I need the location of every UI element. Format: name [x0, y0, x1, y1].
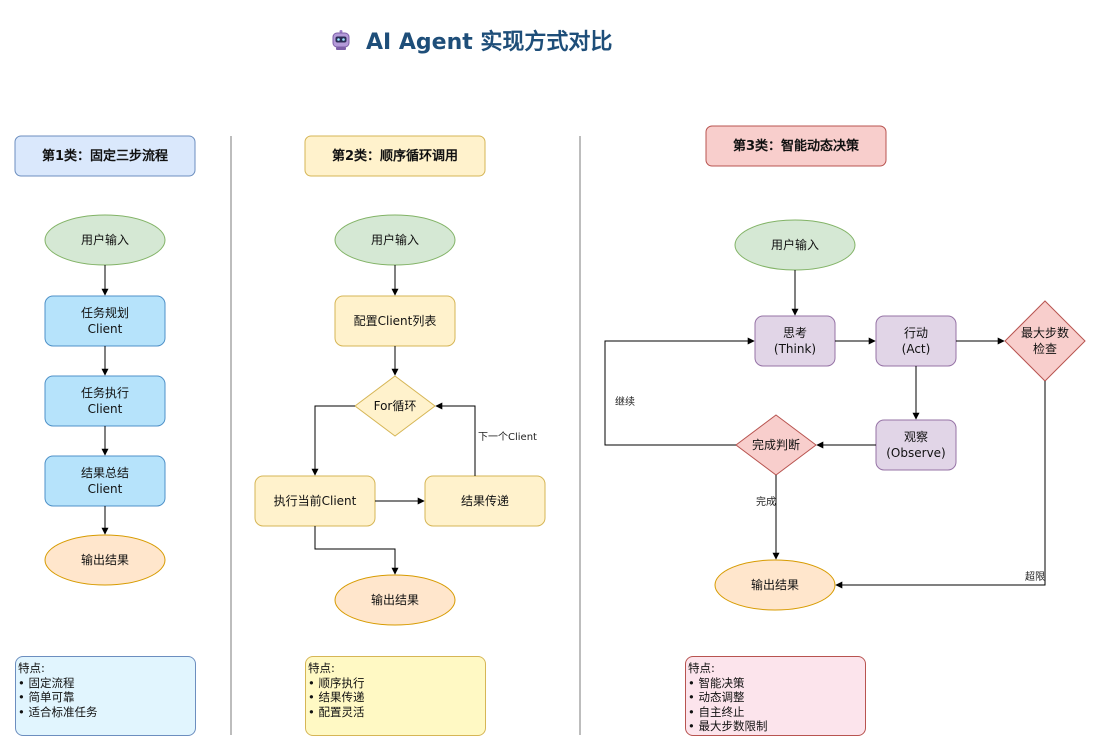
column-1-header: [14, 135, 196, 177]
column-2-header-label: 第2类：顺序循环调用: [332, 148, 458, 164]
c1-note-item: • 简单可靠: [18, 690, 75, 704]
c1-notes: 特点: • 固定流程 • 简单可靠 • 适合标准任务: [15, 656, 196, 736]
c2-output: [334, 574, 456, 626]
c1-note-item: • 适合标准任务: [18, 704, 98, 719]
column-3: 第3类：智能动态决策 用户输入 思考 (Think) 行动 (Act) 最大步数…: [604, 125, 1086, 611]
column-1: 第1类：固定三步流程 用户输入 任务规划 Client 任务执行 Client …: [14, 135, 196, 586]
robot-icon: [332, 30, 350, 50]
c3-note-item: • 智能决策: [688, 675, 745, 690]
c2-edge-pass-loop: [435, 402, 476, 476]
c1-task-plan: [44, 295, 166, 347]
c2-edge-loop-exec: [311, 405, 355, 476]
column-3-header: [705, 125, 887, 167]
c1-result-summary-l1: 结果总结: [81, 466, 129, 480]
c3-max-step-check: [1004, 300, 1086, 382]
c3-note-item: • 自主终止: [688, 704, 745, 719]
c2-note-item: • 顺序执行: [308, 675, 365, 690]
c3-think-l2: (Think): [774, 342, 816, 356]
c3-output-label: 输出结果: [751, 577, 799, 592]
c1-task-plan-l2: Client: [88, 322, 123, 336]
c2-result-pass: [424, 475, 546, 527]
c3-max-step-l2: 检查: [1033, 341, 1057, 356]
c1-output-label: 输出结果: [81, 552, 129, 567]
c2-edge-exec-output: [314, 526, 399, 575]
c3-output: [714, 559, 836, 611]
c3-act-l2: (Act): [902, 342, 931, 356]
c3-note-item: • 动态调整: [688, 690, 745, 704]
c2-output-label: 输出结果: [371, 592, 419, 607]
column-2: 第2类：顺序循环调用 用户输入 配置Client列表 For循环 执行当前Cli…: [254, 135, 546, 626]
c2-user-input-label: 用户输入: [371, 232, 419, 247]
c3-think-l1: 思考: [783, 326, 807, 340]
c1-task-exec: [44, 375, 166, 427]
column-3-header-label: 第3类：智能动态决策: [733, 138, 860, 154]
c2-note-item: • 配置灵活: [308, 704, 365, 719]
c2-edge-next-label: 下一个Client: [478, 431, 537, 443]
c3-notes: 特点: • 智能决策 • 动态调整 • 自主终止 • 最大步数限制: [685, 656, 866, 736]
page-title: AI Agent 实现方式对比: [366, 30, 613, 55]
c1-note-item: • 固定流程: [18, 675, 75, 690]
c3-act: [875, 315, 957, 367]
c1-user-input-label: 用户输入: [81, 232, 129, 247]
c3-note-item: • 最大步数限制: [688, 719, 768, 733]
c3-edge-done-label: 完成: [756, 495, 776, 508]
c3-edge-judge-think: [604, 337, 755, 446]
c2-note-item: • 结果传递: [308, 690, 365, 704]
c2-notes-title: 特点:: [308, 661, 335, 675]
c2-for-loop-label: For循环: [374, 399, 417, 413]
c2-notes: 特点: • 顺序执行 • 结果传递 • 配置灵活: [305, 656, 486, 736]
c1-result-summary: [44, 455, 166, 507]
c3-max-step-l1: 最大步数: [1021, 325, 1069, 340]
c1-task-exec-l1: 任务执行: [81, 385, 129, 400]
c2-config-clients-label: 配置Client列表: [354, 314, 437, 328]
c3-observe: [875, 419, 957, 471]
c3-observe-l2: (Observe): [886, 446, 945, 460]
c2-exec-current-label: 执行当前Client: [274, 493, 357, 508]
title-row: AI Agent 实现方式对比: [330, 22, 612, 58]
c3-completion-judge-label: 完成判断: [752, 437, 800, 452]
c1-output: [44, 534, 166, 586]
column-2-header: [304, 135, 486, 177]
c3-edge-exceed-label: 超限: [1025, 570, 1045, 583]
c2-for-loop: [354, 375, 436, 437]
c3-think: [754, 315, 836, 367]
c3-edge-maxstep-output: [835, 381, 1046, 589]
column-1-header-label: 第1类：固定三步流程: [42, 148, 168, 164]
c1-task-exec-l2: Client: [88, 402, 123, 416]
c3-observe-l1: 观察: [904, 430, 928, 444]
c3-notes-title: 特点:: [688, 661, 715, 675]
c3-act-l1: 行动: [904, 326, 928, 340]
c1-result-summary-l2: Client: [88, 482, 123, 496]
c1-notes-title: 特点:: [18, 661, 45, 675]
c1-task-plan-l1: 任务规划: [81, 305, 129, 320]
c3-edge-continue-label: 继续: [615, 395, 635, 408]
c3-user-input-label: 用户输入: [771, 237, 819, 252]
c2-result-pass-label: 结果传递: [461, 493, 509, 508]
